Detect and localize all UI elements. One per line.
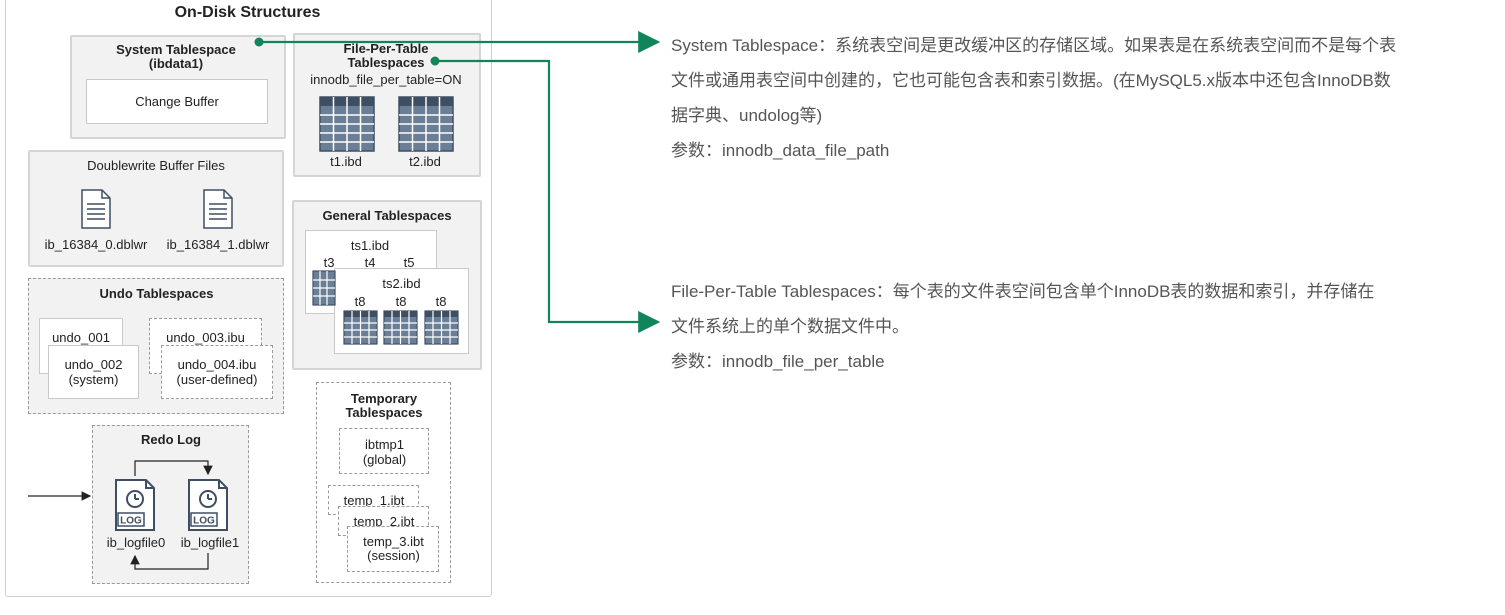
dblwr-1-label: ib_16384_1.dblwr: [166, 237, 270, 252]
t2-ibd-label: t2.ibd: [409, 154, 441, 169]
ts1-label: ts1.ibd: [350, 238, 390, 253]
system-annotation-line-2: 文件或通用表空间中创建的，它也可能包含表和索引数据。(在MySQL5.x版本中还…: [671, 71, 1391, 90]
ts1-table-t3: t3: [323, 255, 335, 270]
doublewrite-title: Doublewrite Buffer Files: [87, 158, 225, 173]
ts2-table-icon-3: [424, 310, 459, 345]
svg-text:LOG: LOG: [120, 516, 142, 527]
undo-tablespaces-title: Undo Tablespaces: [99, 286, 214, 301]
redo-log-title: Redo Log: [141, 432, 201, 447]
ibtmp1-box: [339, 428, 429, 474]
ib-logfile1-label: ib_logfile1: [180, 535, 240, 550]
temp-2-label: temp_2.ibt: [353, 514, 415, 529]
fpt-annotation-line-1: File-Per-Table Tablespaces：每个表的文件表空间包含单个…: [671, 282, 1375, 301]
temp-3-note: (session): [367, 548, 420, 563]
dblwr-1-document-icon: [203, 189, 233, 229]
t1-table-icon: [319, 96, 375, 152]
ib-logfile1-log-icon: LOG: [188, 479, 228, 531]
ib-logfile0-label: ib_logfile0: [106, 535, 166, 550]
ts1-table-t5: t5: [403, 255, 415, 270]
ts2-table-t8-c: t8: [435, 294, 447, 309]
redo-cycle-top-arrow: [134, 460, 213, 476]
undo-002-box: [48, 345, 139, 399]
system-annotation-line-3: 据字典、undolog等): [671, 106, 823, 125]
undo-001-label: undo_001: [52, 330, 110, 345]
ts1-table-icon: [312, 270, 336, 306]
diagram-graphics: LOG LOG: [28, 96, 459, 570]
file-per-table-connector-arrow: [435, 59, 661, 333]
system-tablespace-title: System Tablespace: [116, 42, 236, 57]
temporary-title-1: Temporary: [350, 391, 418, 406]
change-buffer-label: Change Buffer: [135, 94, 219, 109]
undo-004-note: (user-defined): [176, 372, 258, 387]
ts2-table-icon-1: [343, 310, 378, 345]
svg-text:LOG: LOG: [193, 516, 215, 527]
innodb-on-disk-diagram: On-Disk Structures System Tablespace (ib…: [0, 0, 500, 615]
temporary-title-2: Tablespaces: [345, 405, 423, 420]
file-per-table-title-1: File-Per-Table: [343, 41, 429, 56]
doublewrite-box: [28, 150, 284, 267]
fpt-annotation-param: 参数：innodb_file_per_table: [671, 352, 885, 371]
system-annotation-line-1: System Tablespace：系统表空间是更改缓冲区的存储区域。如果表是在…: [671, 36, 1397, 55]
system-annotation-param: 参数：innodb_data_file_path: [671, 141, 890, 160]
change-buffer-box: [86, 79, 268, 124]
t1-ibd-label: t1.ibd: [330, 154, 362, 169]
ts1-table-t4: t4: [364, 255, 376, 270]
file-per-table-setting: innodb_file_per_table=ON: [310, 72, 462, 87]
dblwr-0-document-icon: [81, 189, 111, 229]
undo-004-label: undo_004.ibu: [177, 357, 257, 372]
general-tablespaces-title: General Tablespaces: [322, 208, 452, 223]
system-tablespace-annotation: System Tablespace：系统表空间是更改缓冲区的存储区域。如果表是在…: [671, 28, 1501, 168]
t2-table-icon: [398, 96, 454, 152]
ts2-label: ts2.ibd: [382, 276, 421, 291]
temp-3-label: temp_3.ibt: [363, 534, 424, 549]
ts2-table-icon-2: [383, 310, 418, 345]
file-per-table-title-2: Tablespaces: [347, 55, 425, 70]
fpt-annotation-line-2: 文件系统上的单个数据文件中。: [671, 317, 909, 336]
system-tablespace-file: (ibdata1): [148, 56, 204, 71]
redo-cycle-bottom-arrow: [130, 553, 209, 570]
ts2-table-t8-b: t8: [395, 294, 407, 309]
ib-logfile0-log-icon: LOG: [115, 479, 155, 531]
ts2-table-t8-a: t8: [354, 294, 366, 309]
ibtmp1-note: (global): [362, 452, 407, 467]
undo-004-box: [161, 345, 273, 399]
file-per-table-annotation: File-Per-Table Tablespaces：每个表的文件表空间包含单个…: [671, 274, 1501, 379]
undo-002-note: (system): [68, 372, 119, 387]
temp-1-label: temp_1.ibt: [343, 493, 405, 508]
undo-003-label: undo_003.ibu: [166, 330, 245, 345]
undo-002-label: undo_002: [64, 357, 123, 372]
diagram-title: On-Disk Structures: [174, 4, 321, 21]
ibtmp1-label: ibtmp1: [364, 437, 405, 452]
dblwr-0-label: ib_16384_0.dblwr: [44, 237, 148, 252]
temp-3-box: [347, 526, 439, 572]
